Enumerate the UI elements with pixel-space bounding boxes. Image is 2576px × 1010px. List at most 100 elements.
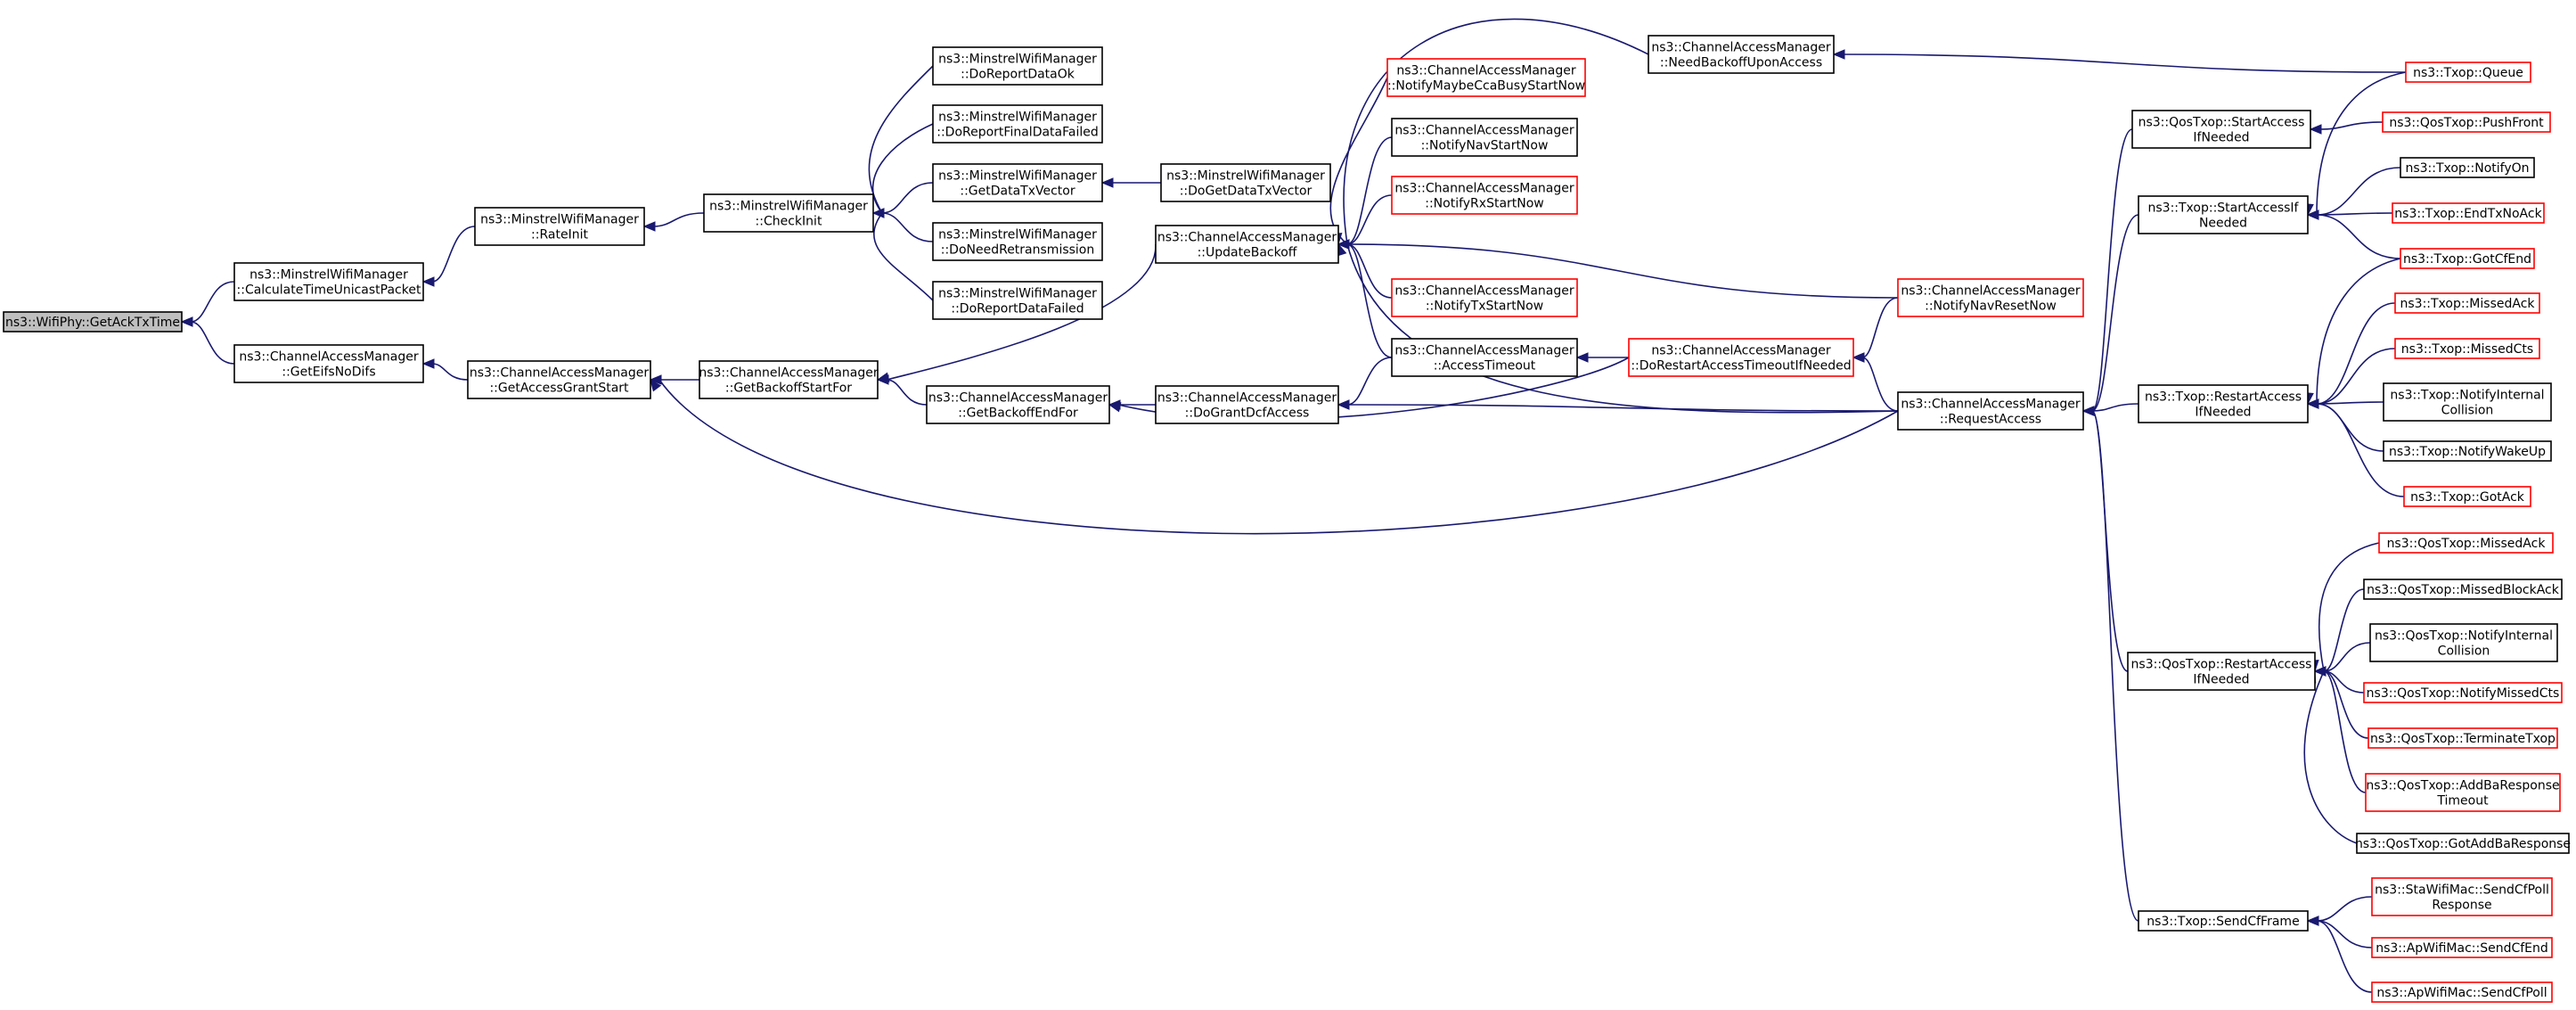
graph-node[interactable]: ns3::ChannelAccessManager::NotifyNavRese… (1897, 278, 2084, 317)
node-box (2369, 623, 2558, 662)
graph-node[interactable]: ns3::Txop::NotifyOn (2400, 157, 2535, 178)
node-label: IfNeeded (2195, 406, 2251, 420)
node-box (2365, 773, 2561, 812)
graph-node[interactable]: ns3::ChannelAccessManager::RequestAccess (1897, 391, 2084, 431)
graph-node[interactable]: ns3::ChannelAccessManager::GetBackoffEnd… (926, 385, 1110, 424)
call-edge (863, 211, 934, 301)
node-label: ::NotifyMaybeCcaBusyStartNow (1387, 79, 1585, 94)
call-edge (863, 123, 934, 215)
node-box (2371, 877, 2553, 916)
graph-node[interactable]: ns3::Txop::NotifyWakeUp (2383, 440, 2552, 462)
graph-node[interactable]: ns3::QosTxop::MissedAck (2378, 532, 2554, 554)
node-box (699, 360, 879, 399)
node-label: ns3::ChannelAccessManager (1394, 124, 1574, 138)
graph-node[interactable]: ns3::ChannelAccessManager::NotifyTxStart… (1391, 278, 1578, 317)
node-label: ::GetAccessGrantStart (489, 382, 629, 396)
node-label: ns3::ChannelAccessManager (1157, 391, 1337, 406)
graph-node[interactable]: ns3::Txop::SendCfFrame (2138, 910, 2309, 932)
edge-line (2316, 167, 2401, 216)
node-box (233, 344, 424, 383)
graph-node[interactable]: ns3::ApWifiMac::SendCfEnd (2371, 937, 2553, 958)
node-box (1628, 338, 1854, 377)
call-edge (2309, 121, 2384, 135)
node-box (703, 193, 874, 233)
edge-line (190, 321, 235, 365)
arrowhead (2306, 209, 2319, 220)
edge-line (2316, 214, 2401, 259)
graph-node[interactable]: ns3::ChannelAccessManager::DoGrantDcfAcc… (1155, 385, 1339, 424)
graph-node[interactable]: ns3::ChannelAccessManager::GetAccessGran… (467, 360, 651, 399)
call-edge (2303, 71, 2407, 217)
graph-node[interactable]: ns3::ApWifiMac::SendCfPoll (2371, 981, 2553, 1003)
graph-node[interactable]: ns3::ChannelAccessManager::GetBackoffSta… (699, 360, 879, 399)
node-box (932, 163, 1103, 202)
graph-node[interactable]: ns3::QosTxop::TerminateTxop (2367, 727, 2558, 749)
arrowhead (1337, 239, 1350, 250)
graph-node[interactable]: ns3::WifiPhy::GetAckTxTime (3, 311, 183, 333)
edge-line (1346, 243, 1393, 299)
call-edge (2309, 542, 2380, 673)
graph-node[interactable]: ns3::ChannelAccessManager::DoRestartAcce… (1628, 338, 1854, 377)
edge-line (2323, 588, 2365, 672)
node-label: ns3::ChannelAccessManager (1394, 344, 1574, 358)
graph-node[interactable]: ns3::MinstrelWifiManager::DoNeedRetransm… (932, 222, 1103, 261)
graph-node[interactable]: ns3::MinstrelWifiManager::DoReportFinalD… (932, 104, 1103, 144)
graph-node[interactable]: ns3::MinstrelWifiManager::DoGetDataTxVec… (1160, 163, 1331, 202)
graph-node[interactable]: ns3::QosTxop::NotifyMissedCts (2363, 682, 2563, 703)
edge-line (886, 379, 928, 406)
graph-node[interactable]: ns3::ChannelAccessManager::NotifyRxStart… (1391, 176, 1578, 215)
node-box (2131, 110, 2311, 149)
graph-node[interactable]: ns3::MinstrelWifiManager::RateInit (474, 207, 645, 246)
node-box (932, 281, 1103, 320)
node-label: ns3::QosTxop::AddBaResponse (2366, 779, 2559, 793)
graph-node[interactable]: ns3::ChannelAccessManager::NeedBackoffUp… (1648, 35, 1835, 74)
graph-node[interactable]: ns3::Txop::EndTxNoAck (2392, 202, 2545, 224)
graph-node[interactable]: ns3::ChannelAccessManager::NotifyNavStar… (1391, 118, 1578, 157)
graph-node[interactable]: ns3::Txop::MissedCts (2394, 338, 2540, 359)
call-edge (1337, 239, 1899, 299)
graph-node[interactable]: ns3::MinstrelWifiManager::GetDataTxVecto… (932, 163, 1103, 202)
node-label: ns3::ChannelAccessManager (1396, 64, 1576, 78)
node-label: ::GetBackoffStartFor (725, 382, 852, 396)
graph-node[interactable]: ns3::Txop::GotAck (2403, 486, 2531, 507)
graph-node[interactable]: ns3::ChannelAccessManager::UpdateBackoff (1155, 225, 1339, 264)
node-box (2127, 652, 2316, 691)
graph-node[interactable]: ns3::QosTxop::PushFront (2382, 111, 2551, 133)
graph-node[interactable]: ns3::ChannelAccessManager::AccessTimeout (1391, 338, 1578, 377)
node-label: ns3::MinstrelWifiManager (938, 169, 1097, 184)
node-box (2356, 833, 2570, 854)
edge-line (881, 212, 934, 242)
edge-line (2091, 410, 2139, 922)
arrowhead (421, 276, 435, 287)
arrowhead (1832, 49, 1845, 60)
call-edge (421, 358, 469, 381)
graph-node[interactable]: ns3::MinstrelWifiManager::CheckInit (703, 193, 874, 233)
graph-node[interactable]: ns3::QosTxop::MissedBlockAck (2363, 579, 2563, 600)
graph-node[interactable]: ns3::MinstrelWifiManager::DoReportDataFa… (932, 281, 1103, 320)
call-edge (1100, 177, 1161, 188)
node-box (1391, 278, 1578, 317)
graph-node[interactable]: ns3::MinstrelWifiManager::CalculateTimeU… (233, 262, 424, 301)
edge-line (2316, 401, 2384, 405)
graph-node[interactable]: ns3::ChannelAccessManager::NotifyMaybeCc… (1386, 58, 1586, 97)
node-label: ::DoGrantDcfAccess (1185, 406, 1310, 421)
graph-node[interactable]: ns3::Txop::MissedAck (2394, 292, 2540, 314)
graph-node[interactable]: ns3::Txop::Queue (2405, 62, 2531, 83)
edge-line (881, 182, 934, 214)
call-edge (421, 226, 476, 287)
graph-node[interactable]: ns3::QosTxop::GotAddBaResponse (2355, 833, 2571, 854)
node-label: ::GetEifsNoDifs (282, 365, 375, 380)
arrowhead (180, 316, 193, 327)
graph-node[interactable]: ns3::ChannelAccessManager::GetEifsNoDifs (233, 344, 424, 383)
graph-node[interactable]: ns3::MinstrelWifiManager::DoReportDataOk (932, 46, 1103, 86)
graph-node[interactable]: ns3::Txop::GotCfEnd (2400, 248, 2535, 269)
call-edge (642, 212, 705, 232)
